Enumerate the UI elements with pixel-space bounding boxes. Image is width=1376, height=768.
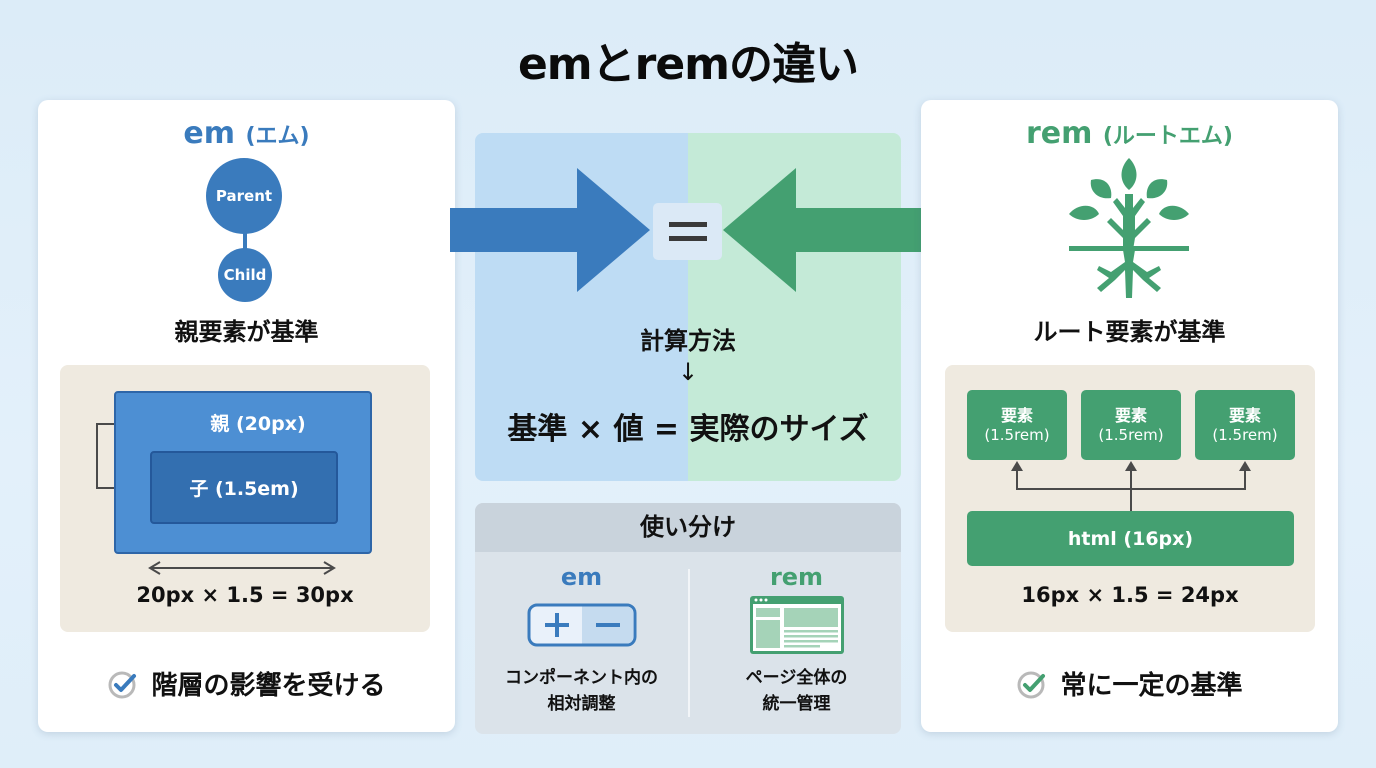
em-heading-term: em [183,116,236,151]
element-box: 要素 (1.5rem) [1081,390,1181,460]
converging-arrows [450,168,926,292]
element-box: 要素 (1.5rem) [967,390,1067,460]
usage-em-desc-line2: 相対調整 [547,694,616,715]
rem-arrow-icon [723,168,926,292]
parent-child-connector [243,232,247,250]
calculation-panel [475,133,901,481]
calc-formula: 基準 × 値 = 実際のサイズ [507,412,869,447]
down-arrow-icon: ↓ [677,358,699,386]
child-node: Child [218,248,272,302]
usage-rem-name: rem [769,563,824,591]
usage-em-column: em コンポーネント内の 相対調整 [475,563,688,718]
usage-panel: 使い分け em コンポーネント内の 相対調整 rem [475,503,901,734]
em-subhead: 親要素が基準 [174,318,319,346]
element-unit: (1.5rem) [1212,425,1278,444]
webpage-layout-icon [749,596,844,654]
em-equation: 20px × 1.5 = 30px [136,583,354,607]
rem-heading: rem (ルートエム) [921,116,1338,151]
parent-box: 親 (20px) 子 (1.5em) [114,391,372,554]
rem-card: rem (ルートエム) ルート要素が基準 要素 (1.5rem) 要素 (1.5… [921,100,1338,732]
rem-check-text: 常に一定の基準 [1060,671,1243,701]
rem-example-panel: 要素 (1.5rem) 要素 (1.5rem) 要素 (1.5rem) html… [945,365,1315,632]
em-example-panel: 親 (20px) 子 (1.5em) 20px × 1.5 = 30px [60,365,430,632]
check-circle-icon [1017,671,1046,698]
usage-rem-desc-line2: 統一管理 [762,694,831,715]
usage-rem-column: rem ページ全体の 統一管理 [690,563,901,718]
check-circle-icon [108,671,137,698]
usage-rem-description: ページ全体の 統一管理 [690,665,901,718]
equals-icon [668,221,707,241]
element-unit: (1.5rem) [1098,425,1164,444]
rem-subhead: ルート要素が基準 [1033,318,1226,346]
element-label: 要素 [1114,405,1147,425]
tree-with-roots-icon [1069,158,1189,298]
element-label: 要素 [1228,405,1261,425]
usage-rem-desc-line1: ページ全体の [745,668,848,688]
rem-heading-reading: (ルートエム) [1102,124,1233,149]
element-box: 要素 (1.5rem) [1195,390,1295,460]
usage-em-desc-line1: コンポーネント内の [505,668,658,688]
rem-check-row: 常に一定の基準 [921,665,1338,702]
em-heading-reading: (エム) [245,124,310,149]
em-check-text: 階層の影響を受ける [151,671,386,701]
em-heading: em (エム) [38,116,455,151]
rem-heading-term: rem [1026,116,1093,151]
calc-method-title: 計算方法 [640,327,736,355]
usage-em-description: コンポーネント内の 相対調整 [475,665,688,718]
em-check-row: 階層の影響を受ける [38,665,455,702]
plus-minus-stepper-icon [527,603,636,647]
element-unit: (1.5rem) [984,425,1050,444]
equals-badge [653,203,722,260]
page-title: emとremの違い [517,39,859,90]
parent-node: Parent [206,158,282,234]
element-label: 要素 [1000,405,1033,425]
usage-divider [688,569,690,717]
usage-em-name: em [560,563,603,591]
child-box: 子 (1.5em) [150,451,338,524]
em-arrow-icon [450,168,650,292]
usage-header: 使い分け [475,503,901,552]
html-root-box: html (16px) [967,511,1294,566]
parent-box-label: 親 (20px) [210,413,306,435]
em-card: em (エム) Parent Child 親要素が基準 親 (20px) 子 (… [38,100,455,732]
rem-equation: 16px × 1.5 = 24px [1021,583,1239,607]
